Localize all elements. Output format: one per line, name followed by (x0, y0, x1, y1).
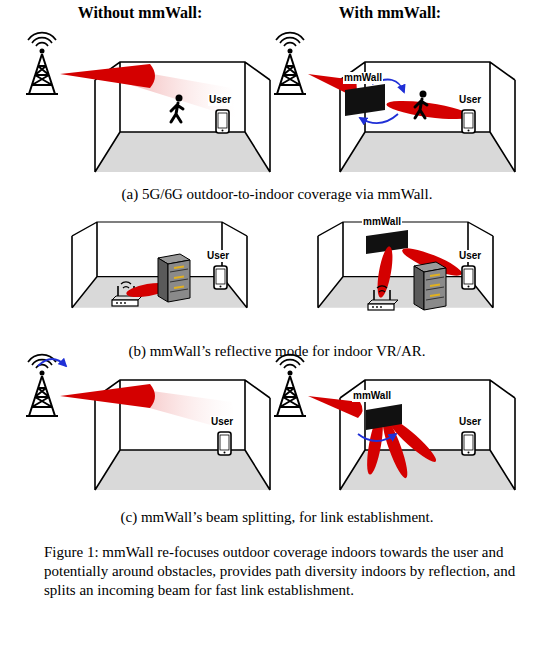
figure-caption: Figure 1: mmWall re-focuses outdoor cove… (44, 543, 528, 600)
mmwall-label: mmWall (343, 72, 383, 84)
panel-c-with (274, 355, 515, 490)
panel-b-without (72, 222, 247, 308)
user-label: User (210, 416, 234, 428)
user-label: User (458, 250, 482, 262)
panel-b-with (318, 222, 493, 310)
column-heading: Without mmWall: (40, 4, 240, 22)
user-label: User (206, 250, 230, 262)
subcaption: (b) mmWall’s reflective mode for indoor … (0, 343, 554, 360)
user-label: User (458, 416, 482, 428)
subcaption: (a) 5G/6G outdoor-to-indoor coverage via… (0, 186, 554, 203)
user-label: User (208, 94, 232, 106)
panel-a-without (26, 33, 270, 172)
panel-c-without (26, 355, 270, 490)
column-heading: With mmWall: (290, 4, 490, 22)
mmwall-label: mmWall (362, 216, 402, 228)
subcaption: (c) mmWall’s beam splitting, for link es… (0, 509, 554, 526)
mmwall-label: mmWall (352, 390, 392, 402)
panel-a-with (274, 33, 515, 172)
user-label: User (458, 94, 482, 106)
